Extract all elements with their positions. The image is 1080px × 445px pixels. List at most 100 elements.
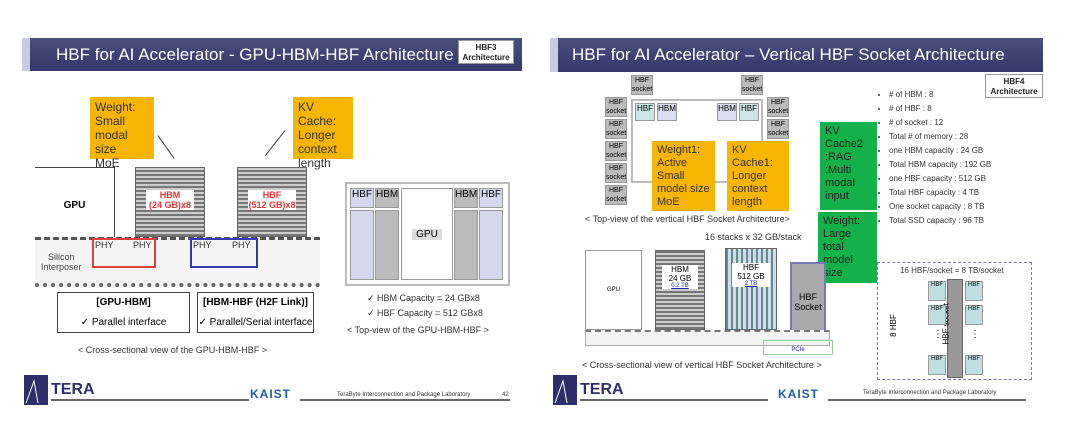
hbm-cell [454, 210, 478, 280]
lab-name: TeraByte Interconnection and Package Lab… [337, 392, 471, 398]
gpu-hbm-box: [GPU-HBM]✓ Parallel interface [57, 292, 190, 333]
hbf-die: HBF [928, 355, 946, 375]
hbm-cell: HBM [657, 103, 677, 121]
hbm-hbf-link-highlight [190, 238, 258, 268]
note-line: length [298, 156, 331, 170]
hbf-label: HBF(512 GB)x8 [248, 190, 296, 210]
note-line: KV Cache: [298, 100, 337, 128]
gpu-die: GPU [35, 167, 115, 239]
ellipsis: ⋮ [933, 329, 943, 340]
detail-side-label: 8 HBF [888, 314, 898, 337]
hbf-cell: HBF [479, 188, 503, 208]
right-slide: HBF for AI Accelerator – Vertical HBF So… [545, 0, 1080, 445]
badge-line: HBF4 [1003, 77, 1025, 86]
box-title: [HBM-HBF (H2F Link)] [203, 297, 308, 308]
hbf-socket-bar: HBF socket [942, 279, 963, 378]
hbm-capacity: ✓ HBM Capacity = 24 GBx8 [367, 293, 480, 303]
page-number: 42 [502, 392, 509, 398]
box-item: ✓ Parallel interface [80, 317, 167, 328]
ellipsis: ⋮ [970, 329, 980, 340]
spec-item: One socket capacity : 8 TB [889, 200, 1037, 214]
spec-item: Total # of memory : 28 [889, 130, 1037, 144]
box-item: ✓ Parallel/Serial interface [198, 317, 313, 328]
kaist-logo: KAIST [778, 387, 819, 401]
tera-logo-icon [24, 375, 48, 405]
hbf-cell [350, 210, 374, 280]
tera-text: TERA [580, 381, 624, 398]
hbf-cell: HBF [635, 103, 655, 121]
hbm-stack: HBM(24 GB)x8 [135, 167, 205, 237]
badge-line: HBF3 [475, 43, 497, 52]
socket-detail: 16 HBF/socket = 8 TB/socket 8 HBF HBF so… [877, 262, 1032, 380]
gpu-die: GPU [585, 250, 642, 330]
note-line: Weight: [95, 100, 136, 114]
tera-logo: TERA [553, 375, 768, 405]
top-view-caption: < Top-view of the vertical HBF Socket Ar… [585, 214, 790, 224]
note-line: Small [95, 114, 126, 128]
interposer [585, 330, 830, 346]
kaist-logo: KAIST [250, 387, 291, 401]
hbf-die: HBF [965, 305, 983, 325]
top-view-caption: < Top-view of the GPU-HBM-HBF > [347, 325, 489, 335]
lab-name: TeraByte Interconnection and Package Lab… [863, 390, 997, 396]
gpu-cell: GPU [401, 188, 453, 280]
note-line: MoE [95, 156, 120, 170]
hbm-cell: HBM [717, 103, 737, 121]
phy-label: PHY [232, 240, 251, 250]
hbf-die: HBF [965, 281, 983, 301]
phy-label: PHY [193, 240, 212, 250]
spec-item: Total SSD capacity : 96 TB [889, 214, 1037, 228]
badge-line: Architecture [462, 53, 510, 62]
note-line: Longer [298, 128, 336, 142]
pcie-area: PCIe [763, 340, 833, 355]
stacks-label: 16 stacks x 32 GB/stack [705, 232, 802, 242]
hbm-hbf-box: [HBM-HBF (H2F Link)] ✓ Parallel/Serial in… [197, 292, 314, 333]
spec-item: Total HBF capacity : 4 TB [889, 186, 1037, 200]
tera-logo: TERA [24, 375, 249, 405]
spec-item: Total HBM capacity : 192 GB [889, 158, 1037, 172]
phy-label: PHY [95, 240, 114, 250]
hbm-cell: HBM [454, 188, 478, 208]
hbf-cell: HBF [350, 188, 374, 208]
hbm-cell: HBM [375, 188, 399, 208]
arrow [157, 135, 175, 159]
phy-label: PHY [133, 240, 152, 250]
spec-item: # of HBM : 8 [889, 88, 1037, 102]
gpu-hbm-link-highlight [92, 238, 156, 268]
cross-section-caption: < Cross-sectional view of vertical HBF S… [582, 360, 822, 370]
hbf-die: HBF [928, 305, 946, 325]
left-slide-title: HBF for AI Accelerator - GPU-HBM-HBF Arc… [22, 38, 522, 71]
spec-list: # of HBM : 8 # of HBF : 8 # of socket : … [877, 88, 1037, 228]
top-view: HBF HBM GPU HBM HBF [345, 182, 510, 286]
detail-title: 16 HBF/socket = 8 TB/socket [900, 266, 1004, 275]
spec-item: one HBM capacity : 24 GB [889, 144, 1037, 158]
badge-line: Architecture [990, 87, 1038, 96]
right-slide-title: HBF for AI Accelerator – Vertical HBF So… [550, 38, 1043, 72]
note-line: context [298, 142, 337, 156]
hbf-stack: HBF(512 GB)x8 [237, 167, 307, 237]
arrow [264, 130, 286, 157]
cross-section-caption: < Cross-sectional view of the GPU-HBM-HB… [78, 345, 268, 355]
hbm-cell [375, 210, 399, 280]
hbf-die: HBF [928, 281, 946, 301]
hbm-label: HBM(24 GB)x8 [146, 190, 194, 210]
